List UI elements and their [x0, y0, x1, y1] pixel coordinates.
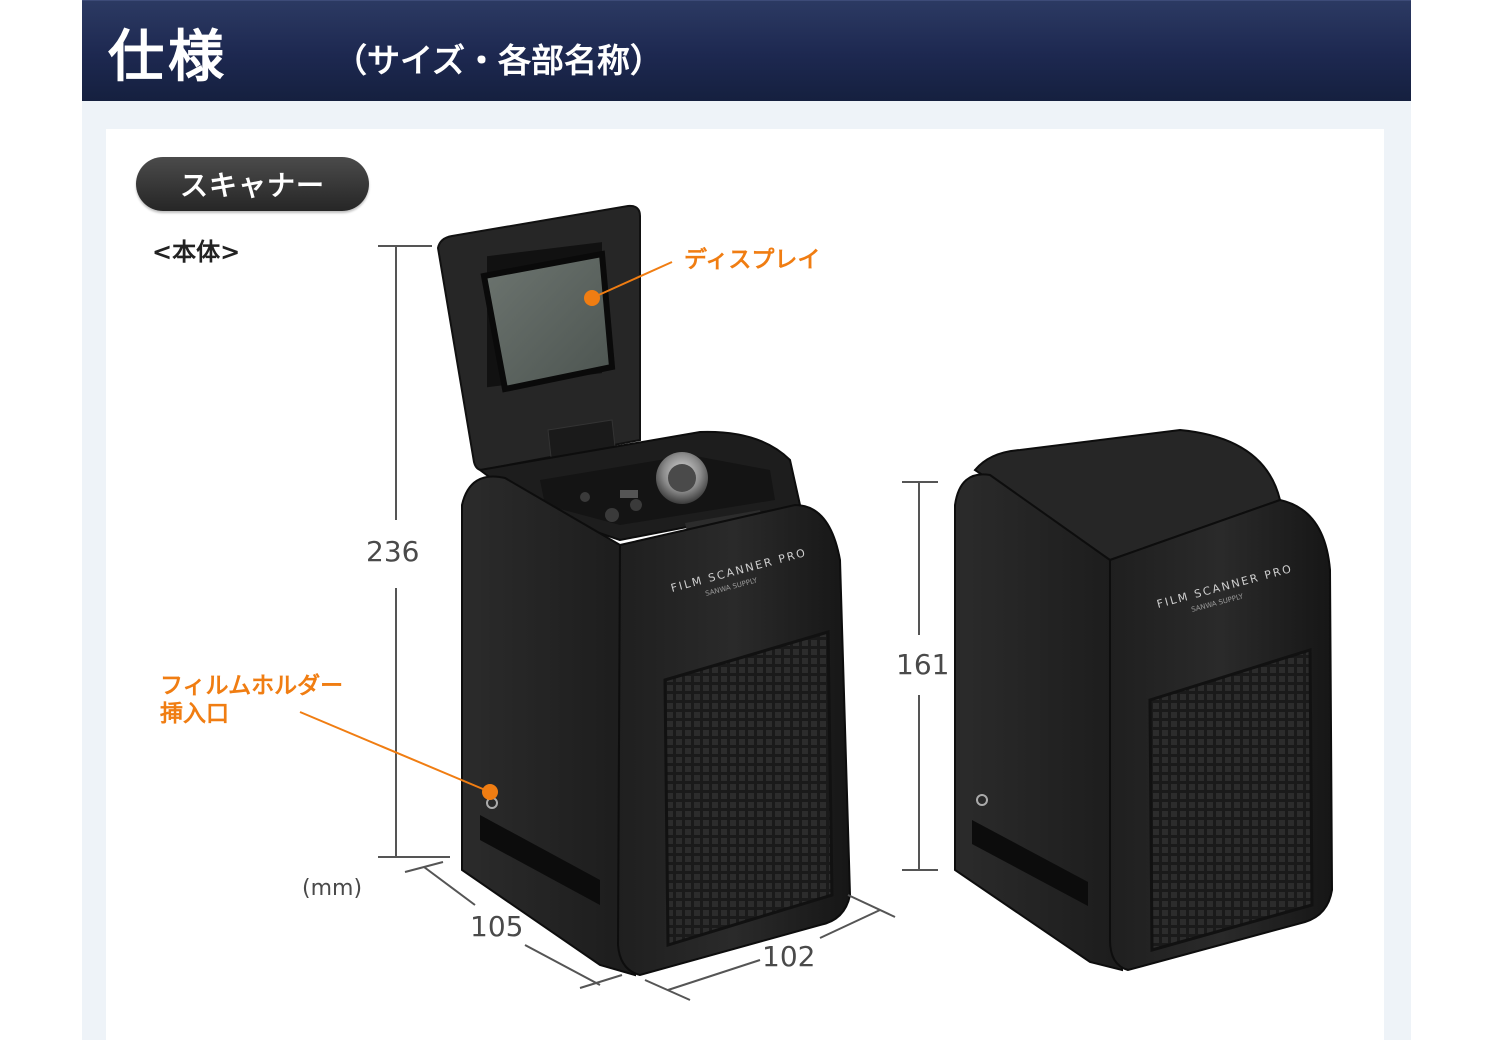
main-unit-label: <本体>	[152, 238, 241, 266]
page-subtitle: （サイズ・各部名称）	[334, 41, 664, 80]
scanner-closed-lid: FILM SCANNER PRO SANWA SUPPLY	[954, 428, 1334, 972]
callout-display: ディスプレイ	[684, 247, 821, 273]
dimension-unit: (mm)	[302, 876, 363, 901]
dimension-width: 102	[762, 940, 816, 973]
page-title: 仕様	[108, 25, 228, 90]
dimension-height-open: 236	[366, 535, 420, 568]
scanner-open-lid: FILM SCANNER PRO SANWA SUPPLY	[436, 204, 852, 977]
page-header: 仕様 （サイズ・各部名称）	[82, 0, 1411, 101]
dimension-depth: 105	[470, 910, 524, 943]
section-tab-scanner: スキャナー	[136, 157, 369, 211]
callout-film-holder-line1: フィルムホルダー	[160, 673, 344, 699]
callout-leaders	[299, 261, 673, 800]
callout-film-holder-line2: 挿入口	[160, 701, 229, 727]
dimension-lines	[378, 245, 938, 1001]
dimension-height-closed: 161	[896, 648, 950, 681]
